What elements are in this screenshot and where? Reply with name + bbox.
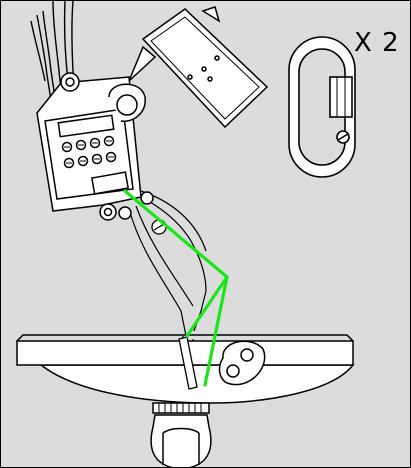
earth-wire <box>123 189 229 387</box>
quantity-label: X 2 <box>354 28 400 58</box>
cable-entry <box>178 336 198 390</box>
quick-link-connector <box>288 36 356 178</box>
mains-cables <box>30 1 76 114</box>
terminal-block <box>36 72 154 221</box>
terminal-cover <box>128 6 269 129</box>
mounting-lug <box>108 83 146 122</box>
cable-gland <box>150 402 212 467</box>
